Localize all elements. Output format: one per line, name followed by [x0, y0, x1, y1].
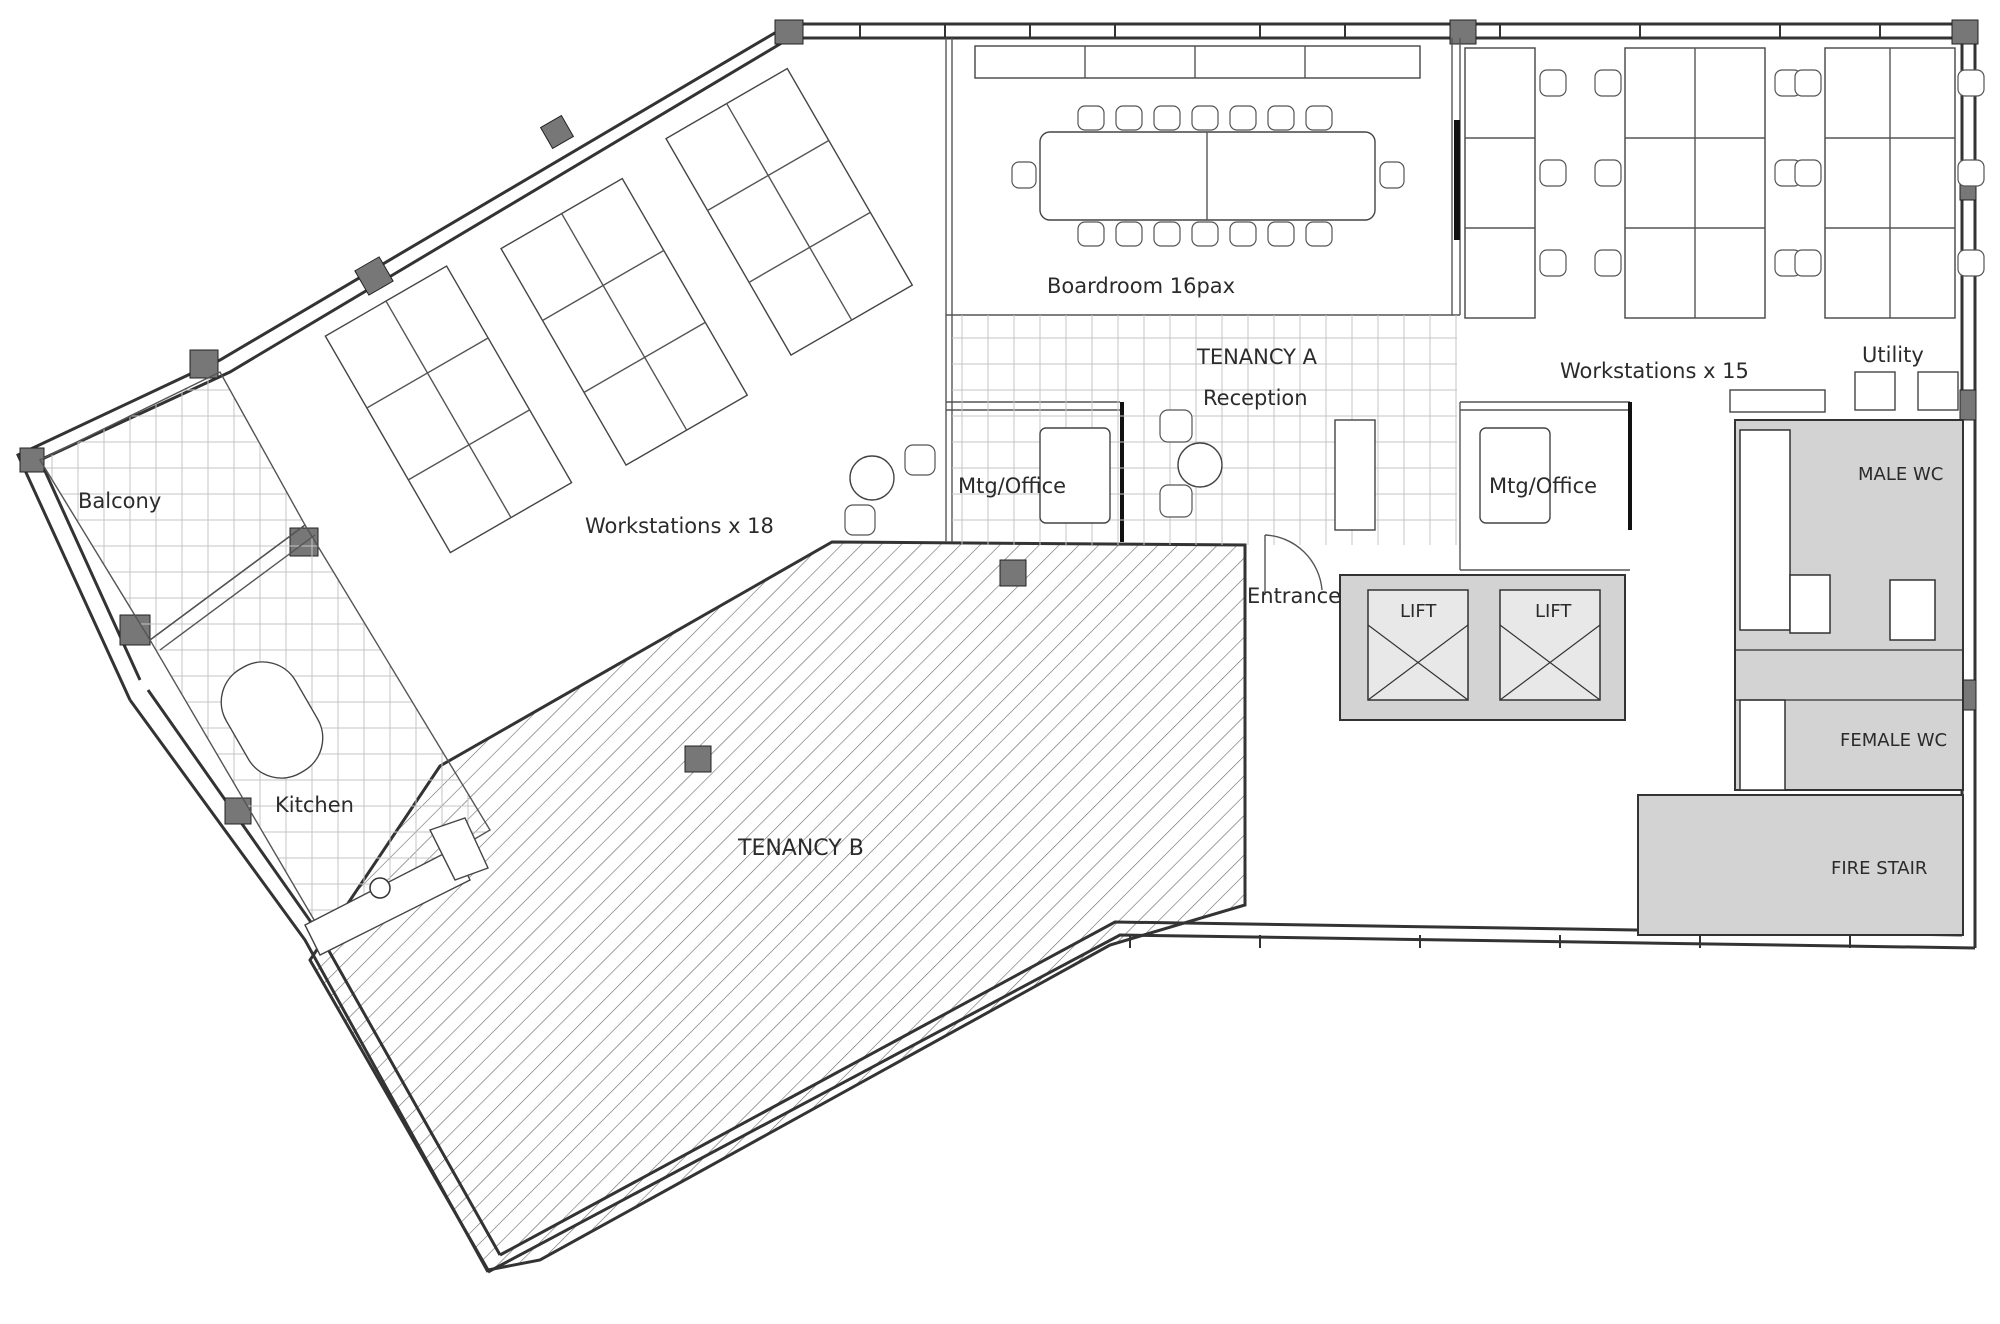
lift-1-label: LIFT [1400, 601, 1437, 622]
chair [1594, 69, 1622, 97]
chair [1191, 221, 1219, 247]
mtg-office-right-label: Mtg/Office [1489, 474, 1597, 498]
chair [1011, 161, 1037, 189]
chair [1539, 249, 1567, 277]
meeting-rooms [1039, 427, 1551, 524]
reception-furniture [844, 409, 1376, 536]
chair [1594, 159, 1622, 187]
chair [1794, 249, 1822, 277]
sink-icon [369, 877, 391, 899]
balcony-label: Balcony [78, 489, 161, 513]
female-wc-label: FEMALE WC [1840, 730, 1947, 751]
kitchen-table [220, 661, 324, 779]
chair [1077, 105, 1105, 131]
chair [1153, 221, 1181, 247]
workstations-west [324, 67, 914, 554]
chair [1957, 159, 1985, 187]
workstations-west-label: Workstations x 18 [585, 514, 774, 538]
chair [1229, 221, 1257, 247]
chair [1957, 249, 1985, 277]
workstations-east [1464, 47, 1985, 319]
chair [1539, 69, 1567, 97]
kitchen-label: Kitchen [275, 793, 354, 817]
utility-chair [1854, 371, 1896, 411]
chair [1229, 105, 1257, 131]
chair [1539, 159, 1567, 187]
utility-label: Utility [1862, 343, 1924, 367]
chair [1957, 69, 1985, 97]
chair [1077, 221, 1105, 247]
entrance-label: Entrance [1247, 584, 1341, 608]
mtg-office-left-label: Mtg/Office [958, 474, 1066, 498]
boardroom-furniture [974, 45, 1421, 247]
lift-1-car [1367, 589, 1469, 701]
chair [1153, 105, 1181, 131]
boardroom-label: Boardroom 16pax [1047, 274, 1235, 298]
male-wc-label: MALE WC [1858, 464, 1943, 485]
chair [1115, 221, 1143, 247]
chair [1115, 105, 1143, 131]
tenancy-b-area [308, 540, 1247, 1272]
chair [1794, 159, 1822, 187]
workstations-east-label: Workstations x 15 [1560, 359, 1749, 383]
chair [1379, 161, 1405, 189]
chair [1267, 221, 1295, 247]
balcony-kitchen-area [39, 371, 491, 956]
chair [1305, 221, 1333, 247]
chair [1594, 249, 1622, 277]
chair [1305, 105, 1333, 131]
chair [1267, 105, 1295, 131]
lift-2-car [1499, 589, 1601, 701]
fire-stair-label: FIRE STAIR [1831, 858, 1927, 879]
fire-stair-block [1637, 794, 1964, 936]
kitchen-counter [304, 847, 471, 956]
chair [1794, 69, 1822, 97]
tenancy-a-label: TENANCY A [1196, 345, 1318, 369]
chair [1191, 105, 1219, 131]
service-core [1339, 371, 1964, 936]
reception-label: Reception [1203, 386, 1308, 410]
credenza [974, 45, 1421, 79]
tenancy-b-label: TENANCY B [737, 836, 864, 861]
room-labels: Boardroom 16pax TENANCY A Reception Work… [78, 274, 1947, 879]
reception-desk [1334, 419, 1376, 531]
lift-2-label: LIFT [1535, 601, 1572, 622]
